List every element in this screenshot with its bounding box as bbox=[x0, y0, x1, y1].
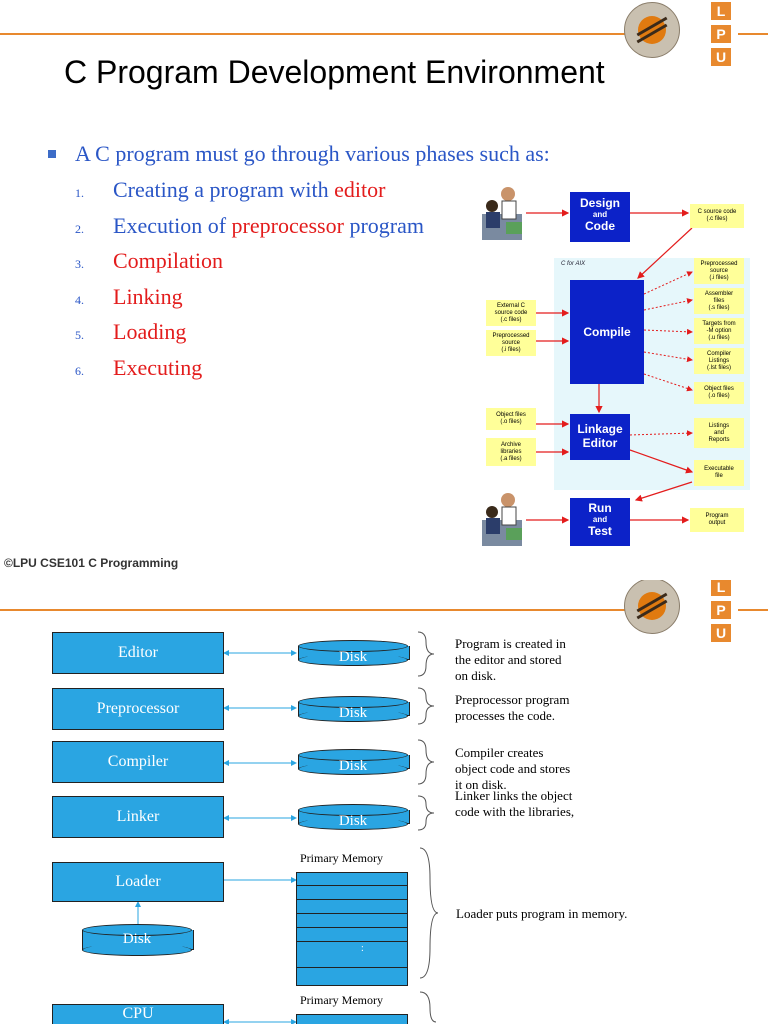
programmer-icon bbox=[480, 184, 526, 242]
description-line: it on disk. bbox=[455, 777, 507, 792]
header-rule bbox=[0, 609, 625, 611]
disk-label: Disk bbox=[338, 705, 368, 721]
development-diagram: C for AIX bbox=[476, 180, 752, 552]
description-line: Preprocessor program bbox=[455, 692, 570, 707]
lpu-seal-logo bbox=[624, 580, 680, 634]
description-line: Linker links the object bbox=[455, 788, 573, 803]
phase-item: Compilation bbox=[113, 248, 223, 274]
footer: ©LPU CSE101 C Programming bbox=[4, 556, 179, 570]
lpu-letter-p: P bbox=[711, 601, 731, 619]
linkage-editor-box: Linkage Editor bbox=[570, 414, 630, 460]
phase-item: Loading bbox=[113, 319, 186, 345]
phase-text-part: Loading bbox=[113, 319, 187, 344]
primary-memory-block-2 bbox=[296, 1014, 408, 1024]
panel-label: C for AIX bbox=[561, 261, 586, 267]
phase-item: Executing bbox=[113, 355, 202, 381]
lpu-letter-p: P bbox=[711, 25, 731, 43]
phase-number: 5. bbox=[75, 328, 84, 342]
stage-box-editor: Editor bbox=[52, 632, 224, 674]
phase-item: Linking bbox=[113, 284, 183, 310]
lead-text: A C program must go through various phas… bbox=[75, 141, 550, 166]
compile-box: Compile bbox=[570, 280, 644, 384]
phase-text-part: editor bbox=[334, 177, 386, 202]
phase-item: Creating a program with editor bbox=[113, 177, 386, 203]
output-targets: Targets from-M option(.u files) bbox=[694, 318, 744, 344]
loader-box: Loader bbox=[52, 862, 224, 902]
input-object-files: Object files(.o files) bbox=[486, 408, 536, 430]
loader-description: Loader puts program in memory. bbox=[456, 906, 628, 921]
slide-title: C Program Development Environment bbox=[64, 54, 605, 90]
phase-text-part: Execution of bbox=[113, 213, 232, 238]
phase-number: 1. bbox=[75, 186, 84, 200]
primary-memory-label: Primary Memory bbox=[300, 851, 383, 865]
output-object-files: Object files(.o files) bbox=[694, 382, 744, 404]
phase-number: 3. bbox=[75, 257, 84, 271]
phase-text-part: program bbox=[343, 213, 424, 238]
phase-item: Execution of preprocessor program bbox=[113, 213, 424, 239]
lpu-seal-logo bbox=[624, 2, 680, 58]
lpu-letter-u: U bbox=[711, 48, 731, 66]
phase-number: 6. bbox=[75, 364, 84, 378]
stage-box-preprocessor: Preprocessor bbox=[52, 688, 224, 730]
phase-text-part: Linking bbox=[113, 284, 183, 309]
loader-disk: Disk bbox=[82, 924, 194, 956]
phase-number: 2. bbox=[75, 222, 84, 236]
description-line: code with the libraries, bbox=[455, 804, 575, 819]
description-line: on disk. bbox=[455, 668, 497, 683]
lpu-letter-u: U bbox=[711, 624, 731, 642]
stage-box-linker: Linker bbox=[52, 796, 224, 838]
header-rule-right bbox=[738, 609, 768, 611]
description-line: the editor and stored bbox=[455, 652, 562, 667]
phase-text-part: preprocessor bbox=[231, 213, 344, 238]
disk-cylinder: Disk bbox=[298, 749, 410, 775]
disk-cylinder: Disk bbox=[298, 696, 410, 722]
description-line: Compiler creates bbox=[455, 745, 544, 760]
memory-ellipsis: : bbox=[361, 943, 364, 954]
cpu-box: CPU bbox=[52, 1004, 224, 1024]
description-line: Program is created in bbox=[455, 636, 566, 651]
header-rule bbox=[0, 33, 625, 35]
disk-label: Disk bbox=[338, 813, 368, 829]
phase-text-part: Creating a program with bbox=[113, 177, 335, 202]
disk-label: Disk bbox=[338, 758, 368, 774]
slide-1: L P U C Program Development Environment … bbox=[0, 2, 768, 570]
flow-connectors bbox=[135, 631, 439, 1024]
disk-cylinder: Disk bbox=[298, 640, 410, 666]
phase-text-part: Executing bbox=[113, 355, 203, 380]
description-line: object code and stores bbox=[455, 761, 571, 776]
stage-box-compiler: Compiler bbox=[52, 741, 224, 783]
design-code-box: Design and Code bbox=[570, 192, 630, 242]
disk-label: Disk bbox=[338, 649, 368, 665]
primary-memory-block: : bbox=[296, 872, 408, 986]
bullet-marker bbox=[48, 150, 56, 158]
diagram-arrows bbox=[526, 209, 694, 524]
run-test-box: Run and Test bbox=[570, 498, 630, 546]
phase-text-part: Compilation bbox=[113, 248, 223, 273]
description-line: processes the code. bbox=[455, 708, 555, 723]
c-source-box: C source code(.c files) bbox=[690, 204, 744, 228]
disk-cylinder: Disk bbox=[298, 804, 410, 830]
lpu-letter-l: L bbox=[711, 2, 731, 20]
phase-number: 4. bbox=[75, 293, 84, 307]
primary-memory-label-2: Primary Memory bbox=[300, 993, 383, 1007]
lpu-letter-l: L bbox=[711, 580, 731, 596]
tester-icon bbox=[480, 490, 526, 548]
header-rule-right bbox=[738, 33, 768, 35]
